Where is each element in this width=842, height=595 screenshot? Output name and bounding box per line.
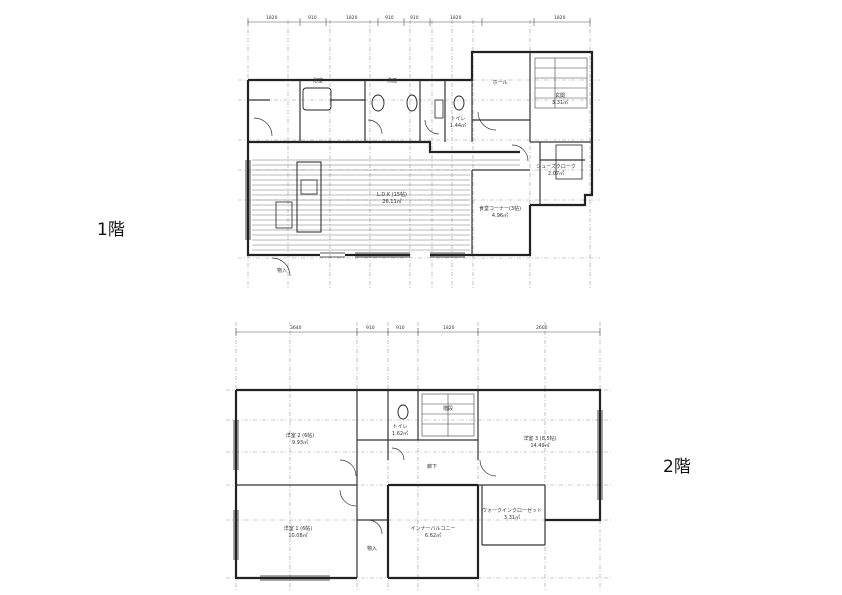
dim-label: 910 [308,15,317,21]
dim-label: 1820 [554,15,566,21]
room-label: 階段 [443,405,453,412]
room-label: ホール [492,80,507,86]
doors-floor-1 [253,111,529,277]
dim-label: 1820 [443,325,455,331]
floor-1-label: 1階 [97,220,125,240]
windows-floor-1 [245,160,465,258]
room-label: シューズクローク [536,163,576,170]
floor-2-label: 2階 [663,457,691,477]
washbasin-icon [371,94,385,112]
room-area: 6.62㎡ [425,532,441,539]
dim-label: 910 [410,15,419,21]
floor-2-plan: 洋室 2 (6帖) 9.93㎡ 洋室 1 (6帖) 10.08㎡ 洋室 3 (8… [233,388,603,581]
room-area: 3.31㎡ [504,514,520,521]
dim-label: 1820 [266,15,278,21]
sink-icon [300,179,318,195]
walls-floor-1 [246,50,594,257]
room-label: 物入 [367,545,377,552]
room-label: ウォークインクローゼット [482,507,542,514]
room-area: 14.49㎡ [530,442,549,449]
dim-label: 910 [366,325,375,331]
room-area: 3.31㎡ [552,99,568,106]
dim-label: 910 [396,325,405,331]
room-label: トイレ [450,116,465,122]
floor-1-plan: L.D.K (15帖) 26.11㎡ 食堂コーナー(3帖) 4.96㎡ 浴室 洗… [245,50,594,277]
room-area: 2.07㎡ [548,170,564,177]
washbasin-icon [406,94,418,112]
room-label: 洋室 1 (6帖) [284,525,312,532]
dim-label: 1820 [450,15,462,21]
dim-label: 910 [385,15,394,21]
interior-walls-floor-1 [248,52,592,255]
room-label: 洋室 3 (8.5帖) [523,435,556,442]
room-label: トイレ [392,424,407,430]
toilet-icon [397,404,409,420]
room-area: 10.08㎡ [288,532,307,539]
stair-icon [534,57,588,109]
room-label: 洗面 [387,77,397,84]
washer-icon [434,99,444,119]
toilet-icon [453,95,465,111]
dim-label: 2600 [536,325,548,331]
bathtub-icon [302,87,332,111]
room-label: L.D.K (15帖) [377,191,407,198]
ldk-flooring [252,159,520,251]
stair-icon [421,393,475,437]
room-label: 洋室 2 (6帖) [286,432,314,439]
dim-label: 3640 [290,325,302,331]
doors-floor-2 [339,447,497,535]
room-area: 1.62㎡ [392,430,408,437]
room-area: 26.11㎡ [382,198,401,205]
room-area: 9.93㎡ [292,439,308,446]
room-label: インナーバルコニー [411,526,456,532]
room-label: 廊下 [427,463,437,470]
windows-floor-2 [233,410,603,581]
room-label: 物入 [277,267,287,274]
dimension-labels: 1820 910 1820 910 910 1820 1820 3640 910… [266,15,566,331]
room-label: 浴室 [313,77,323,84]
fridge-icon [275,201,293,229]
interior-walls-floor-2 [236,390,546,578]
shoebox-cabinet [555,144,583,180]
room-area: 1.44㎡ [450,122,466,129]
dimension-lines [235,18,601,336]
room-label: 玄関 [555,92,565,99]
room-label: 食堂コーナー(3帖) [479,205,521,212]
kitchen-counter [296,161,322,233]
dim-label: 1820 [346,15,358,21]
room-area: 4.96㎡ [492,212,508,219]
